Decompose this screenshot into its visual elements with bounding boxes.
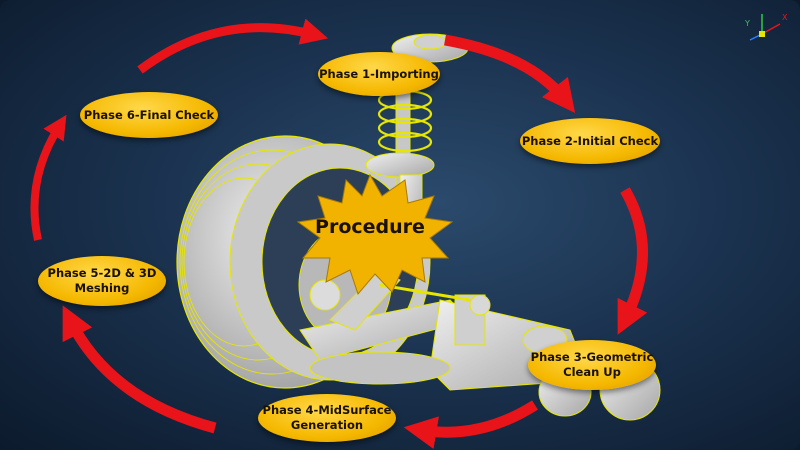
- phase-1-ellipse: Phase 1-Importing: [318, 52, 440, 96]
- phase-5-ellipse: Phase 5-2D & 3D Meshing: [38, 256, 166, 306]
- axis-y-label: Y: [744, 19, 750, 28]
- procedure-burst: [296, 173, 454, 295]
- phase-3-ellipse: Phase 3-Geometric Clean Up: [528, 340, 656, 390]
- axis-x-label: X: [782, 13, 788, 22]
- axis-triad-icon: Y X: [744, 13, 788, 41]
- phase-6-ellipse: Phase 6-Final Check: [80, 92, 218, 138]
- cycle-arrow-icon: [30, 18, 648, 449]
- procedure-label: Procedure: [315, 216, 425, 238]
- phase-2-ellipse: Phase 2-Initial Check: [520, 118, 660, 164]
- phase-4-ellipse: Phase 4-MidSurface Generation: [258, 394, 396, 442]
